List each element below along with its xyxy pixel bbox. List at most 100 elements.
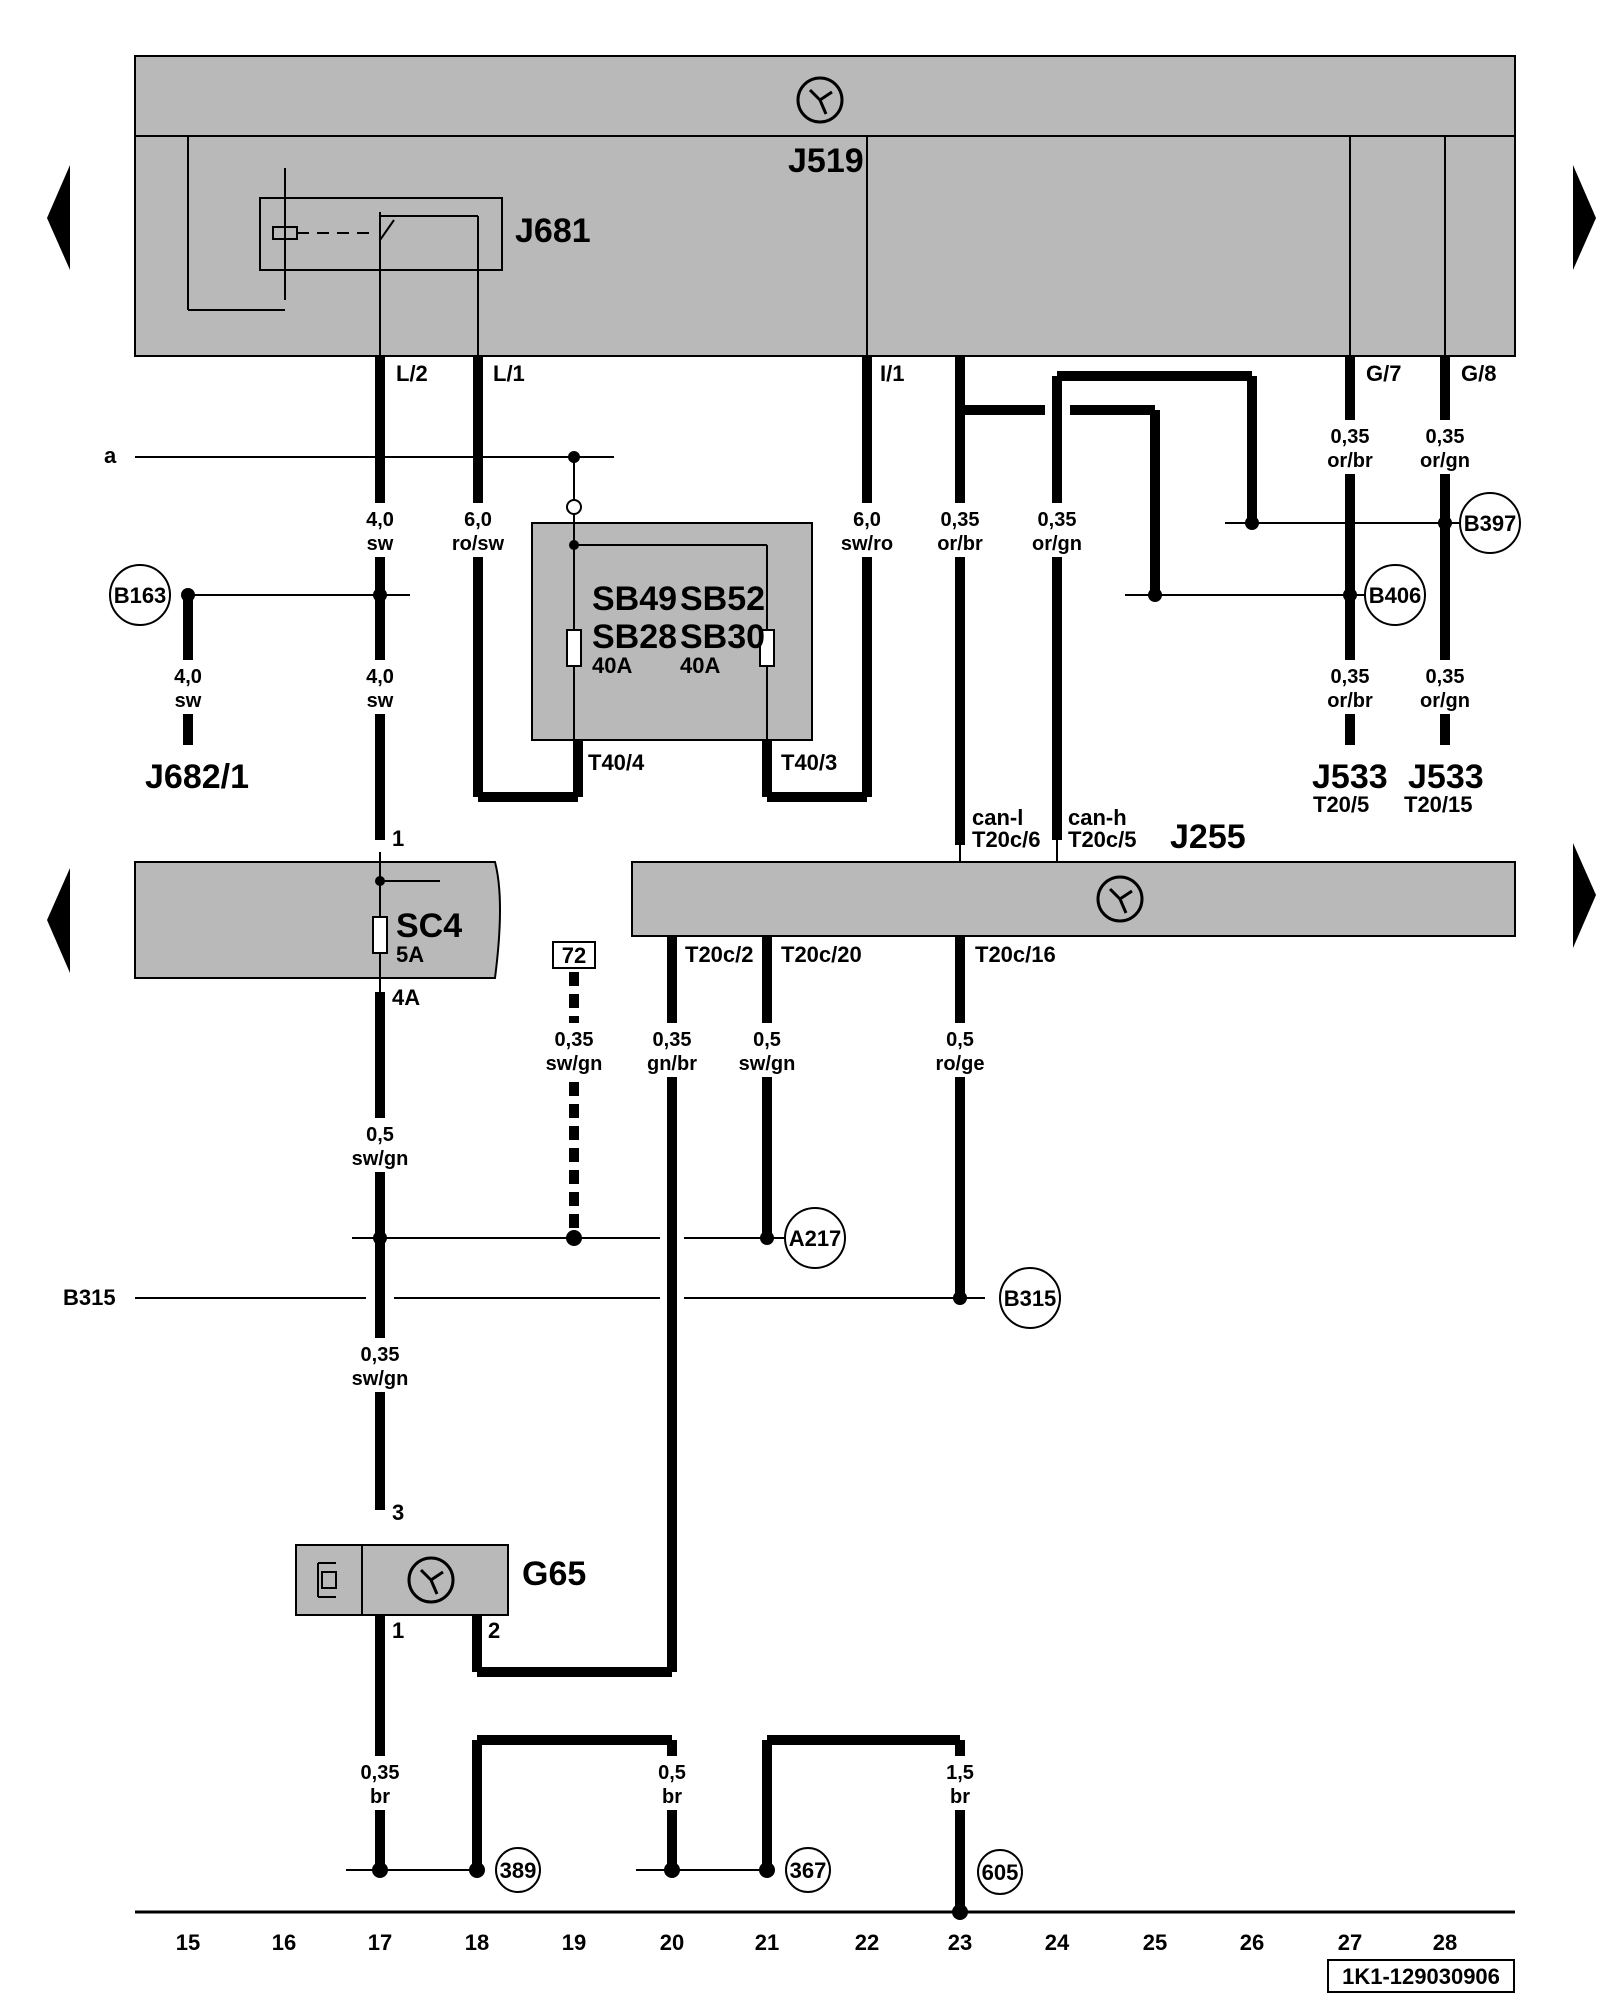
fuse-sb28: SB28 [592,618,677,656]
svg-text:0,35: 0,35 [1331,666,1370,688]
svg-text:or/gn: or/gn [1032,533,1082,555]
pin-t20-15: T20/15 [1404,792,1473,817]
fuse-sc4-rating: 5A [396,942,424,967]
svg-text:0,35: 0,35 [1426,426,1465,448]
line-a-label: a [104,443,117,468]
line-b315-label: B315 [63,1285,116,1310]
connector-b315 [999,1267,1061,1329]
wire-label-23c: 1,5 br [928,1756,992,1810]
svg-text:ro/sw: ro/sw [452,533,505,555]
track-number: 18 [465,1930,489,1955]
fuse-sb30: SB30 [680,618,765,656]
pin-g65-1: 1 [392,1618,404,1643]
connector-b406 [1364,564,1426,626]
svg-text:0,35: 0,35 [653,1029,692,1051]
svg-text:0,5: 0,5 [946,1029,974,1051]
wire-label-21: 0,5 sw/gn [733,1023,801,1077]
wire-label-27a: 0,35 or/br [1318,420,1382,474]
track-number: 25 [1143,1930,1167,1955]
svg-text:367: 367 [790,1858,827,1883]
svg-text:sw/ro: sw/ro [841,533,893,555]
wire-label-17a: 4,0 sw [356,503,404,557]
svg-text:0,35: 0,35 [1331,426,1370,448]
svg-text:0,5: 0,5 [753,1029,781,1051]
wire-label-20: 0,35 gn/br [638,1023,706,1077]
prev-page-arrow-top[interactable] [47,165,70,270]
pin-g8: G/8 [1461,361,1496,386]
wire-label-28b: 0,35 or/gn [1413,660,1477,714]
pin-t20c20: T20c/20 [781,942,862,967]
g65-capacitor-icon [317,1562,337,1598]
wire-label-23: 0,35 or/br [930,503,990,557]
pin-i1: I/1 [880,361,904,386]
wire-label-27b: 0,35 or/br [1318,660,1382,714]
pin-l1: L/1 [493,361,525,386]
svg-text:gn/br: gn/br [647,1053,697,1075]
g65-label: G65 [522,1555,586,1593]
wire-label-24: 0,35 or/gn [1027,503,1087,557]
pin-t20c2: T20c/2 [685,942,754,967]
prev-page-arrow-bottom[interactable] [47,868,70,973]
svg-text:0,35: 0,35 [1038,509,1077,531]
fuse-rating-b: 40A [680,653,720,678]
svg-text:6,0: 6,0 [464,509,492,531]
svg-text:4,0: 4,0 [366,509,394,531]
pin-g7: G/7 [1366,361,1401,386]
svg-text:or/gn: or/gn [1420,450,1470,472]
svg-text:sw/gn: sw/gn [739,1053,796,1075]
pin-g65-3: 3 [392,1500,404,1525]
j255-control-unit [631,861,1516,937]
j681-label: J681 [515,212,591,250]
pin-l2: L/2 [396,361,428,386]
pin-can-l: can-l [972,805,1023,830]
wire-label-17e: 0,35 br [346,1756,414,1810]
ref-72: 72 [562,943,586,968]
pin-sc-in: 1 [392,826,404,851]
g65-sensor-icon [407,1556,455,1604]
track-number: 27 [1338,1930,1362,1955]
track-number: 15 [176,1930,200,1955]
svg-text:B406: B406 [1369,583,1422,608]
pin-t40-3: T40/3 [781,750,837,775]
j682-label: J682/1 [145,758,249,796]
svg-text:or/gn: or/gn [1420,690,1470,712]
j519-label: J519 [788,142,864,180]
pin-g65-2: 2 [488,1618,500,1643]
svg-text:sw/gn: sw/gn [352,1148,409,1170]
j519-control-unit-icon [796,76,844,124]
track-number: 23 [948,1930,972,1955]
track-number: 19 [562,1930,586,1955]
wire-label-17c: 0,5 sw/gn [346,1118,414,1172]
wire-label-22: 6,0 sw/ro [835,503,899,557]
svg-text:br: br [950,1786,970,1808]
fuse-sc4: SC4 [396,907,462,945]
next-page-arrow-top[interactable] [1573,165,1596,270]
svg-text:A217: A217 [789,1226,842,1251]
svg-text:B397: B397 [1464,511,1517,536]
svg-text:0,5: 0,5 [366,1124,394,1146]
svg-text:br: br [662,1786,682,1808]
track-number: 26 [1240,1930,1264,1955]
wire-label-20b: 0,5 br [640,1756,704,1810]
ground-605 [977,1849,1023,1895]
track-number: 17 [368,1930,392,1955]
track-number: 16 [272,1930,296,1955]
doc-id-box [1327,1959,1515,1993]
doc-id: 1K1-129030906 [1342,1964,1500,1989]
next-page-arrow-bottom[interactable] [1573,843,1596,948]
track-number-row: 15 16 17 18 19 20 21 22 23 24 25 26 27 2… [176,1930,1457,1955]
j255-control-unit-icon [1096,875,1144,923]
wire-label-17d: 0,35 sw/gn [346,1338,414,1392]
track-number: 20 [660,1930,684,1955]
svg-text:0,5: 0,5 [658,1762,686,1784]
svg-text:ro/ge: ro/ge [936,1053,985,1075]
svg-text:br: br [370,1786,390,1808]
track-number: 22 [855,1930,879,1955]
ground-367 [785,1847,831,1893]
svg-text:B315: B315 [1004,1286,1057,1311]
j255-label: J255 [1170,818,1246,856]
svg-text:389: 389 [500,1858,537,1883]
fuse-rating-a: 40A [592,653,632,678]
ground-389 [495,1847,541,1893]
svg-text:sw: sw [367,690,394,712]
